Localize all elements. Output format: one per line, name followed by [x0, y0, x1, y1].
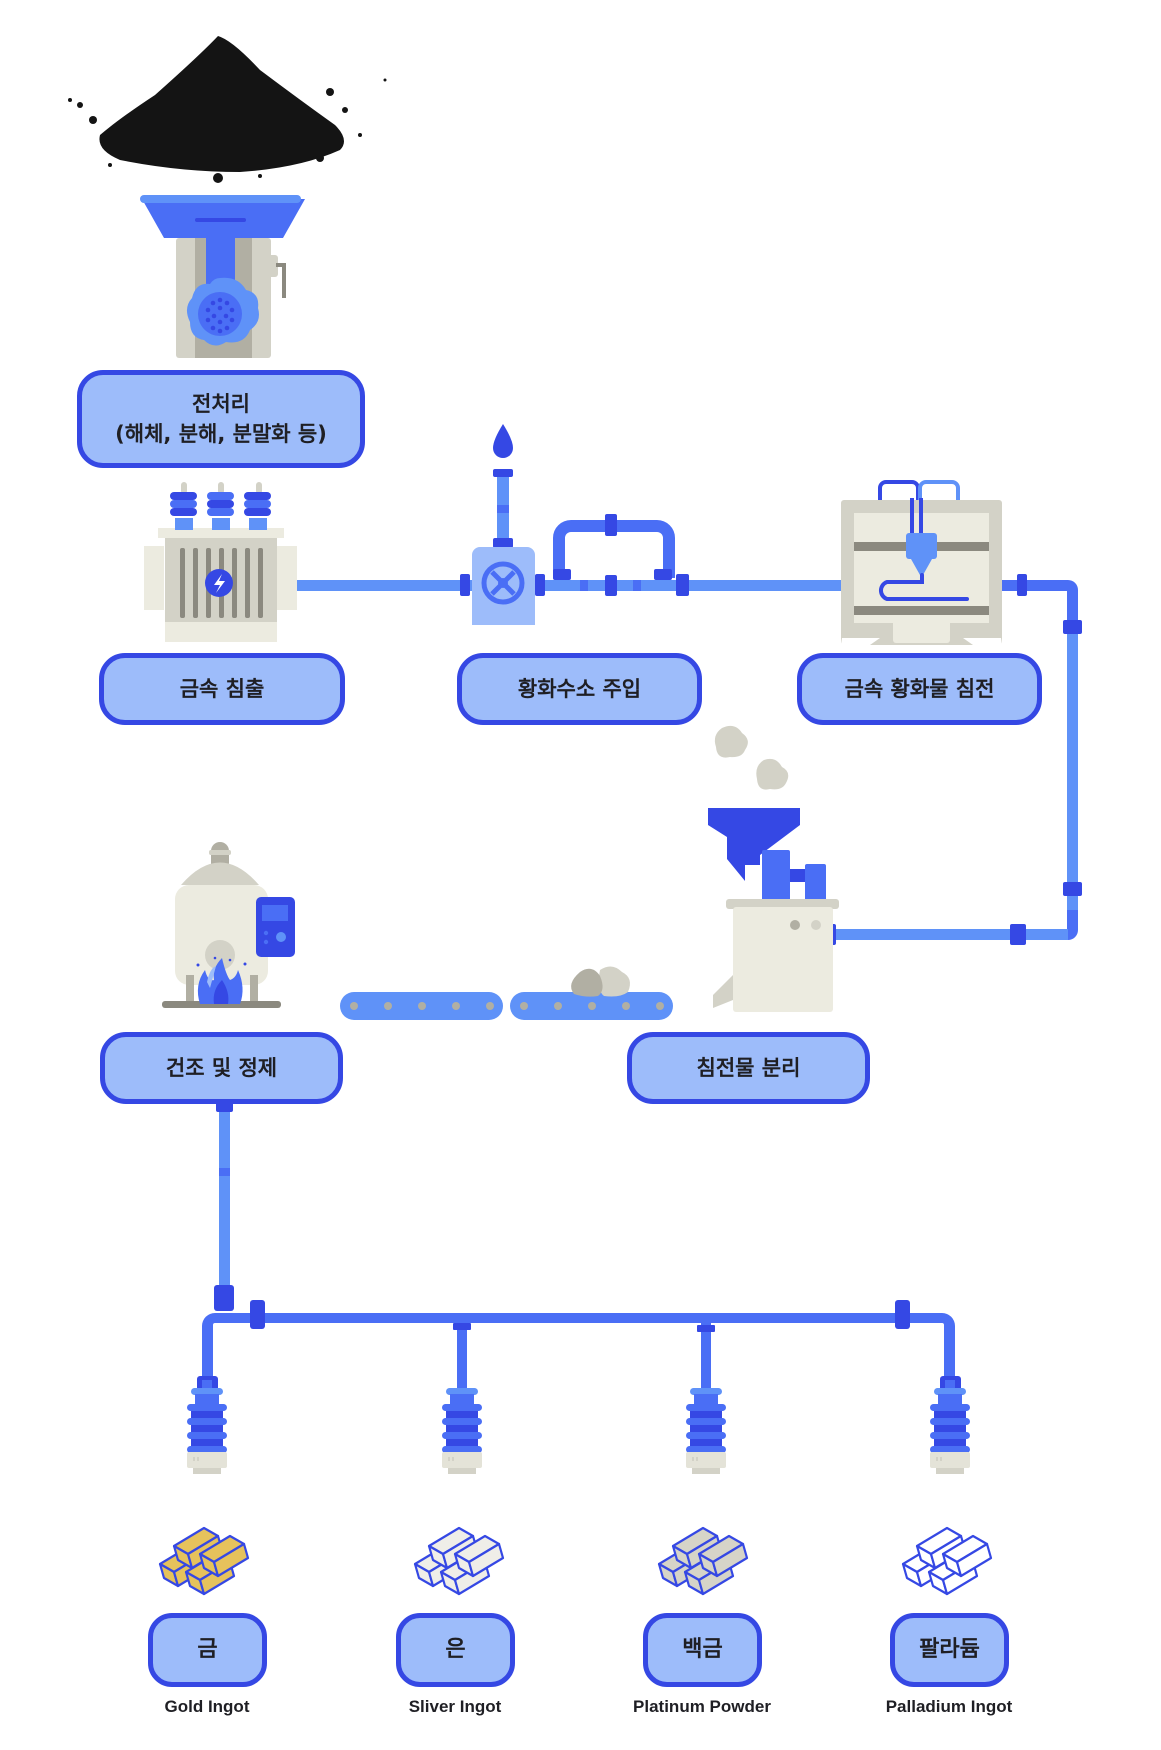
boiler-icon: [162, 842, 295, 1008]
step-h2s-injection: 황화수소 주입: [457, 653, 702, 725]
conveyor-belt-1: [340, 992, 503, 1020]
nozzle-group: [187, 1380, 970, 1474]
product-platinum: 백금: [643, 1613, 762, 1687]
product-palladium-label: 팔라듐: [919, 1637, 980, 1662]
step-leaching: 금속 침출: [99, 653, 345, 725]
product-silver: 은: [396, 1613, 515, 1687]
nozzle-icon: [686, 1380, 726, 1474]
product-platinum-caption: Platinum Powder: [633, 1697, 771, 1716]
black-powder-pile-icon: [68, 36, 387, 183]
product-gold: 금: [148, 1613, 267, 1687]
rock-pile-icon: [571, 966, 630, 997]
step-pretreatment-title: 전처리: [192, 392, 250, 416]
valve-icon: [472, 469, 535, 625]
step-leaching-label: 금속 침출: [179, 677, 265, 701]
ingot-stack-icon: [901, 1526, 993, 1596]
product-palladium: 팔라듐: [890, 1613, 1009, 1687]
ingot-stack-icon: [158, 1526, 250, 1596]
ingot-stack-icon: [413, 1526, 505, 1596]
step-pretreatment: 전처리 (해체, 분해, 분말화 등): [77, 370, 365, 468]
product-silver-label: 은: [445, 1637, 466, 1662]
flame-icon: [196, 956, 247, 1004]
grinder-icon: [140, 195, 305, 358]
step-sulfide-precipitation-label: 금속 황화물 침전: [844, 677, 995, 701]
ingot-stack-icon: [657, 1526, 749, 1596]
product-gold-label: 금: [197, 1637, 218, 1662]
ingot-group: [158, 1526, 993, 1596]
product-platinum-label: 백금: [682, 1637, 723, 1662]
hopper-separator-icon: [708, 808, 839, 1012]
precipitation-machine-icon: [841, 480, 1002, 645]
nozzle-icon: [187, 1380, 227, 1474]
step-drying-refining: 건조 및 정제: [100, 1032, 343, 1104]
transformer-icon: [144, 482, 297, 642]
pipe-row-1: [296, 514, 1082, 945]
smoke-puff-icon: [714, 725, 789, 790]
product-silver-caption: Sliver Ingot: [408, 1697, 502, 1716]
droplet-icon: [493, 424, 513, 458]
product-gold-caption: Gold Ingot: [164, 1697, 250, 1716]
step-pretreatment-detail: (해체, 분해, 분말화 등): [115, 422, 327, 446]
step-precipitate-separation: 침전물 분리: [627, 1032, 870, 1104]
step-drying-refining-label: 건조 및 정제: [165, 1056, 278, 1080]
distribution-pipes: [197, 1102, 961, 1405]
nozzle-icon: [930, 1380, 970, 1474]
step-precipitate-separation-label: 침전물 분리: [696, 1056, 801, 1080]
conveyor-belt-2: [510, 992, 673, 1020]
nozzle-icon: [442, 1380, 482, 1474]
product-palladium-caption: Palladium Ingot: [885, 1697, 1013, 1716]
step-h2s-injection-label: 황화수소 주입: [517, 677, 642, 701]
step-sulfide-precipitation: 금속 황화물 침전: [797, 653, 1042, 725]
